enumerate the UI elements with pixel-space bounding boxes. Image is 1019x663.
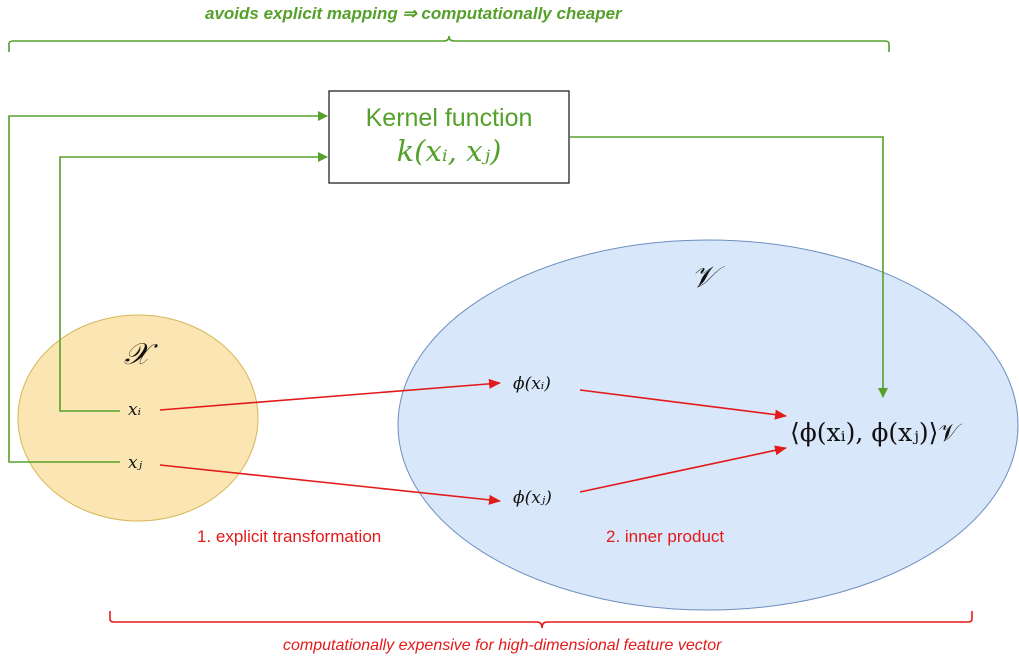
- xj-to-phi-xj-arrow: [159, 464, 501, 505]
- feature-space-symbol: 𝒱: [691, 260, 716, 295]
- top-brace: [8, 35, 890, 52]
- phi-xj-label: ϕ(xⱼ): [513, 488, 552, 508]
- kernel-function-box: [328, 90, 570, 184]
- bottom-brace: [109, 611, 973, 629]
- kernel-to-inner-product-arrow: [570, 136, 888, 398]
- xi-to-kernel-arrow: [59, 152, 328, 412]
- phi-xj-to-inner-product-arrow: [579, 445, 787, 493]
- phi-xi-label: ϕ(xᵢ): [513, 374, 551, 394]
- xj-to-kernel-arrow: [8, 111, 328, 463]
- xj-label: xⱼ: [128, 453, 143, 473]
- top-note: avoids explicit mapping ⇒ computationall…: [205, 4, 622, 23]
- step-explicit-transformation: 1. explicit transformation: [197, 527, 382, 546]
- xi-label: xᵢ: [128, 400, 142, 420]
- xi-to-phi-xi-arrow: [159, 378, 501, 411]
- kernel-box-title: Kernel function: [365, 104, 533, 132]
- input-space-symbol: 𝒳: [124, 337, 150, 372]
- kernel-box-formula: k(xᵢ, xⱼ): [396, 134, 502, 168]
- phi-xi-to-inner-product-arrow: [579, 389, 787, 420]
- step-inner-product: 2. inner product: [606, 527, 725, 546]
- inner-product-label: ⟨ϕ(xᵢ), ϕ(xⱼ)⟩𝒱: [790, 418, 960, 447]
- bottom-note: computationally expensive for high-dimen…: [283, 637, 722, 654]
- feature-space-ellipse: [397, 239, 1019, 611]
